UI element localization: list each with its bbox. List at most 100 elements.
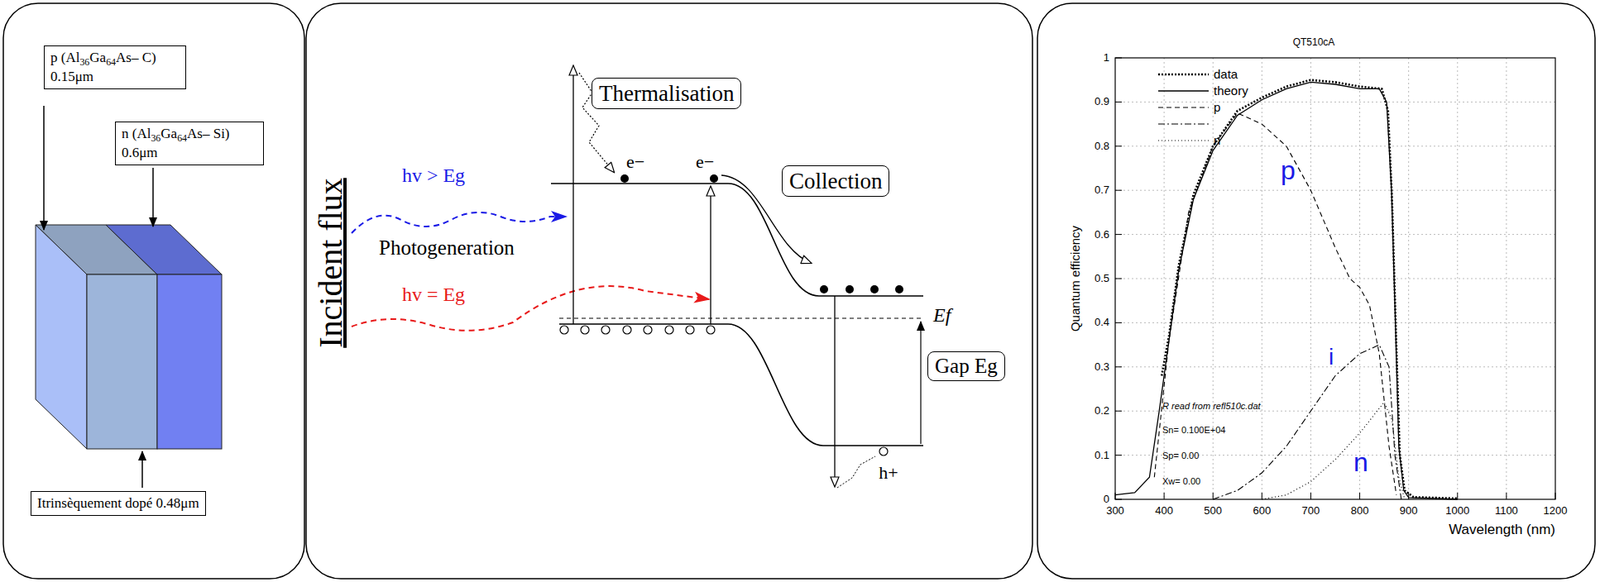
tick bbox=[1115, 190, 1122, 192]
panel-frame bbox=[1037, 3, 1596, 580]
n-layer-top bbox=[105, 225, 222, 275]
note: Xw= 0.00 bbox=[1162, 476, 1201, 487]
tick-label: 0 bbox=[1103, 493, 1110, 506]
electron bbox=[709, 174, 719, 183]
holes bbox=[560, 325, 715, 335]
legend-sample bbox=[1158, 90, 1209, 92]
hole bbox=[685, 325, 695, 335]
hole bbox=[622, 325, 632, 335]
excitation-arrow bbox=[572, 66, 574, 325]
grid-line bbox=[1115, 101, 1556, 103]
tick bbox=[1115, 411, 1122, 412]
i-curve bbox=[1212, 344, 1402, 500]
panel-frame bbox=[3, 3, 305, 580]
tick bbox=[1212, 493, 1214, 500]
tick bbox=[1408, 493, 1409, 500]
callout-box: p (Al36Ga64As– C) 0.15μm bbox=[43, 45, 187, 90]
axis-title: Quantum efficiency bbox=[1068, 225, 1083, 332]
box-text: Collection bbox=[789, 167, 882, 195]
tick-label: 0.6 bbox=[1094, 228, 1110, 240]
rounded-label-box: Gap Eg bbox=[927, 351, 1006, 382]
tick bbox=[1115, 145, 1122, 147]
photon-label: hv = Eg bbox=[402, 283, 465, 306]
hole bbox=[560, 325, 569, 335]
callout-box: n (Al36Ga64As– Si) 0.6μm bbox=[114, 121, 264, 166]
electron bbox=[845, 285, 854, 294]
electron bbox=[870, 285, 879, 294]
tick bbox=[1164, 493, 1165, 500]
hole bbox=[601, 325, 610, 335]
electron bbox=[819, 285, 829, 294]
tick bbox=[1115, 455, 1122, 456]
tick-label: 900 bbox=[1399, 505, 1418, 518]
process-label: Photogeneration bbox=[378, 236, 515, 260]
grid-line bbox=[1115, 145, 1556, 147]
n-layer bbox=[157, 274, 222, 450]
legend-text: data bbox=[1213, 67, 1238, 82]
excitation-arrow bbox=[709, 186, 711, 325]
tick bbox=[1310, 493, 1312, 500]
electron bbox=[620, 174, 629, 183]
tick bbox=[1115, 278, 1122, 280]
rounded-label-box: Collection bbox=[781, 165, 890, 197]
tick-label: 0.2 bbox=[1094, 405, 1110, 417]
theory-curve bbox=[1115, 81, 1458, 500]
tick bbox=[1115, 366, 1122, 368]
p-layer bbox=[35, 225, 87, 450]
tick-label: 300 bbox=[1106, 505, 1125, 518]
leader-line bbox=[141, 451, 144, 489]
hole bbox=[879, 447, 888, 456]
callout-box: Itrinsèquement dopé 0.48μm bbox=[30, 491, 206, 517]
leader-line bbox=[152, 167, 154, 227]
tick-label: 1000 bbox=[1445, 505, 1470, 518]
legend-sample bbox=[1158, 123, 1209, 125]
legend-sample bbox=[1158, 73, 1209, 77]
note: R read from refl510c.dat bbox=[1162, 401, 1261, 412]
tick bbox=[1456, 493, 1458, 500]
box-text: Itrinsèquement dopé 0.48μm bbox=[37, 495, 200, 513]
legend-text: n bbox=[1213, 134, 1221, 149]
tick-label: 500 bbox=[1203, 505, 1222, 518]
gap-arrow bbox=[919, 321, 921, 445]
tick bbox=[1115, 322, 1122, 324]
axis-title: Wavelength (nm) bbox=[1448, 522, 1556, 539]
n-curve bbox=[1261, 402, 1405, 501]
tick-label: 0.7 bbox=[1094, 184, 1110, 197]
grid-line bbox=[1505, 57, 1507, 500]
tick-label: 1200 bbox=[1543, 505, 1568, 518]
tick-label: 0.4 bbox=[1094, 316, 1110, 329]
carrier-label: e− bbox=[626, 152, 645, 173]
box-text: p (Al36Ga64As– C) 0.15μm bbox=[50, 49, 180, 86]
tick-label: 0.8 bbox=[1094, 140, 1110, 153]
recombination-arrow bbox=[833, 296, 835, 487]
curve-label: i bbox=[1328, 344, 1334, 371]
curve-label: n bbox=[1353, 448, 1369, 478]
note: Sp= 0.00 bbox=[1162, 450, 1199, 461]
panel-frame bbox=[306, 3, 1033, 580]
conduction-band bbox=[550, 183, 924, 297]
tick-label: 800 bbox=[1350, 505, 1370, 518]
chart-title: QT510cA bbox=[1293, 37, 1336, 48]
level-label: Ef bbox=[933, 304, 951, 326]
leader-line bbox=[43, 105, 45, 230]
box-text: Gap Eg bbox=[934, 354, 998, 379]
tick bbox=[1261, 493, 1263, 500]
grid-line bbox=[1115, 366, 1556, 368]
hole bbox=[706, 325, 715, 335]
hole bbox=[665, 325, 674, 335]
grid-line bbox=[1115, 190, 1556, 192]
box-text: n (Al36Ga64As– Si) 0.6μm bbox=[121, 125, 258, 162]
note: Sn= 0.100E+04 bbox=[1162, 425, 1226, 436]
tick-label: 1100 bbox=[1494, 505, 1519, 518]
grid-line bbox=[1115, 322, 1556, 324]
hole bbox=[580, 325, 590, 335]
legend-text: theory bbox=[1213, 84, 1249, 99]
grid-line bbox=[1115, 278, 1556, 280]
plot-frame bbox=[1115, 57, 1556, 500]
tick-label: 1 bbox=[1103, 52, 1110, 64]
carrier-label: h+ bbox=[878, 463, 898, 484]
legend-text: p bbox=[1213, 100, 1221, 115]
tick-label: 0.3 bbox=[1094, 361, 1110, 374]
